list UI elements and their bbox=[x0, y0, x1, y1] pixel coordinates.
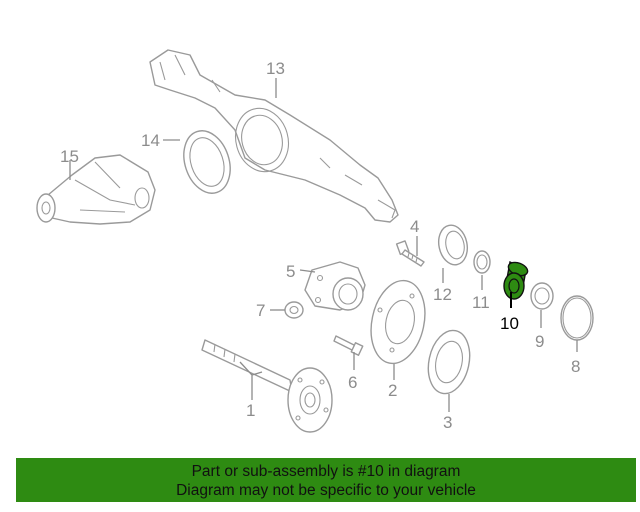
stud-part bbox=[395, 240, 425, 267]
bearing-retainer-part bbox=[304, 261, 366, 311]
callout-9: 9 bbox=[535, 332, 544, 351]
callout-8: 8 bbox=[571, 357, 580, 376]
bolt-part bbox=[333, 335, 364, 356]
callout-4: 4 bbox=[410, 217, 419, 236]
banner-line-1: Part or sub-assembly is #10 in diagram bbox=[191, 463, 461, 480]
callout-12: 12 bbox=[433, 285, 452, 304]
o-ring-part bbox=[560, 295, 594, 341]
snap-ring-part bbox=[473, 250, 491, 274]
cover-gasket-part bbox=[183, 130, 231, 194]
bearing-part-highlighted bbox=[503, 260, 529, 300]
callout-10: 10 bbox=[500, 314, 519, 333]
callout-1: 1 bbox=[246, 401, 255, 420]
callout-2: 2 bbox=[388, 381, 397, 400]
callout-15: 15 bbox=[60, 147, 79, 166]
outer-seal-part bbox=[530, 282, 554, 310]
callout-labels: 13 14 15 4 5 7 12 11 10 9 8 6 2 3 1 bbox=[60, 59, 580, 432]
part-info-banner: Part or sub-assembly is #10 in diagram D… bbox=[16, 458, 636, 502]
callout-14: 14 bbox=[141, 131, 160, 150]
parts-diagram: 13 14 15 4 5 7 12 11 10 9 8 6 2 3 1 bbox=[36, 49, 594, 433]
callout-6: 6 bbox=[348, 373, 357, 392]
callout-7: 7 bbox=[256, 301, 265, 320]
callout-5: 5 bbox=[286, 262, 295, 281]
axle-housing-part bbox=[149, 49, 399, 223]
axle-shaft-part bbox=[201, 339, 333, 433]
callout-13: 13 bbox=[266, 59, 285, 78]
backing-plate-part bbox=[370, 279, 426, 365]
plate-gasket-part bbox=[427, 329, 471, 395]
callout-3: 3 bbox=[443, 413, 452, 432]
oil-seal-part bbox=[437, 224, 469, 266]
differential-carrier-part bbox=[36, 154, 156, 225]
callout-leaders bbox=[69, 78, 578, 412]
callout-11: 11 bbox=[472, 293, 490, 312]
nut-part bbox=[284, 301, 304, 319]
banner-line-2: Diagram may not be specific to your vehi… bbox=[176, 482, 476, 499]
